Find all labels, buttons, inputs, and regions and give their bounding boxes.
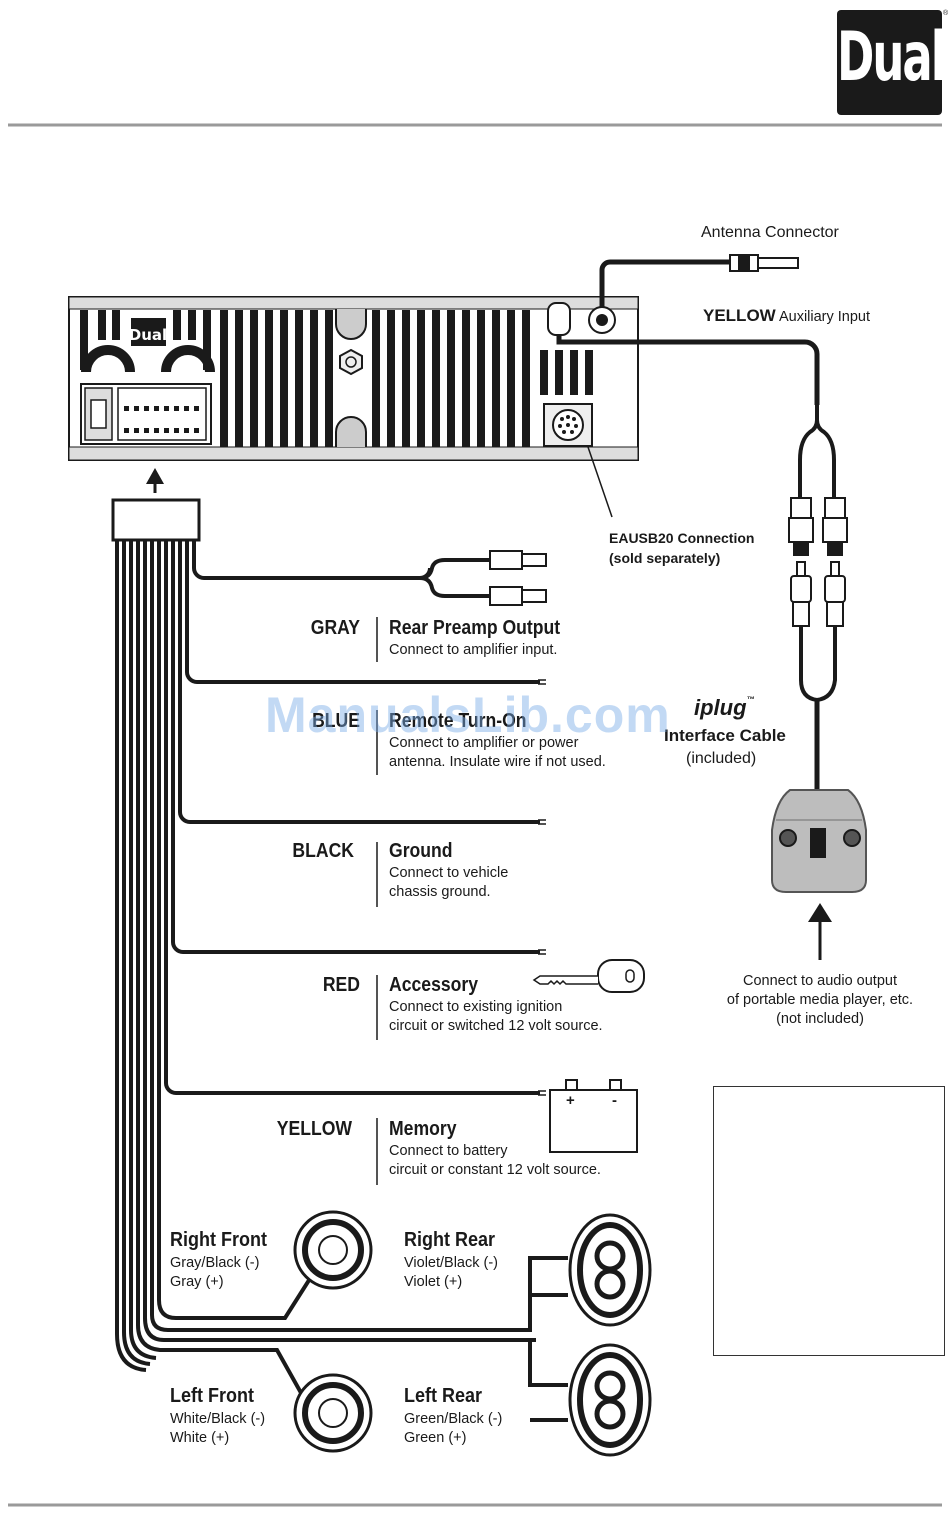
- battery-icon: [549, 1079, 638, 1153]
- speaker-left-front-name: Left Front: [170, 1385, 254, 1407]
- iplug-logo: iplug™: [694, 695, 755, 721]
- speaker-right-front-name: Right Front: [170, 1229, 267, 1251]
- wire-body-ground: Connect to vehicle chassis ground.: [389, 865, 509, 900]
- speaker-left-rear-wires: Green/Black (-) Green (+): [404, 1411, 503, 1446]
- wire-title-remote: Remote Turn-On: [389, 710, 527, 732]
- speaker-right-front-wires: Gray/Black (-) Gray (+): [170, 1255, 260, 1290]
- speaker-left-front-wires: White/Black (-) White (+): [170, 1411, 266, 1446]
- rca-plug-pair-lower: [790, 561, 846, 627]
- iplug-module: [771, 789, 867, 893]
- speaker-left-rear-name: Left Rear: [404, 1385, 483, 1407]
- rca-plug-pair-upper: [788, 497, 848, 556]
- wire-color-red: RED: [322, 974, 360, 996]
- wire-color-yellow: YELLOW: [276, 1118, 352, 1140]
- iplug-logo-text: iplug: [694, 695, 747, 720]
- wire-title-accessory: Accessory: [389, 974, 479, 996]
- right-front-speaker-icon: [293, 1210, 373, 1290]
- wire-color-gray: GRAY: [310, 617, 360, 639]
- wire-body-rear-preamp: Connect to amplifier input.: [389, 642, 558, 658]
- note-box: [713, 1086, 945, 1356]
- rear-preamp-jacks: [489, 550, 547, 606]
- left-rear-speaker-icon: [568, 1343, 652, 1457]
- wire-body-accessory: Connect to existing ignition circuit or …: [389, 999, 603, 1034]
- left-front-speaker-icon: [293, 1373, 373, 1453]
- speaker-right-rear-wires: Violet/Black (-) Violet (+): [404, 1255, 499, 1290]
- wire-title-memory: Memory: [389, 1118, 457, 1140]
- iplug-connect-text: Connect to audio output of portable medi…: [726, 973, 914, 1027]
- ignition-key-icon: [532, 959, 645, 993]
- iplug-cable-label: Interface Cable: [664, 726, 786, 745]
- aux-input-label: YELLOW Auxiliary Input: [703, 306, 870, 326]
- right-rear-speaker-icon: [568, 1213, 652, 1327]
- registered-mark: ®: [943, 10, 949, 17]
- iplug-included-label: (included): [686, 750, 757, 767]
- head-unit-chassis: Dual: [68, 296, 639, 461]
- wire-color-blue: BLUE: [312, 710, 360, 732]
- antenna-plug: [729, 254, 799, 272]
- battery-minus: -: [612, 1092, 617, 1109]
- eausb-label: EAUSB20 Connection (sold separately): [609, 530, 755, 566]
- antenna-connector-label: Antenna Connector: [701, 224, 839, 241]
- dual-logo-text: Dual: [837, 17, 946, 97]
- iplug-tm: ™: [746, 695, 755, 704]
- battery-plus: +: [566, 1092, 575, 1109]
- watermark: ManualsLib.com: [265, 687, 671, 743]
- dual-logo: Dual: [837, 10, 946, 115]
- wire-title-rear-preamp: Rear Preamp Output: [389, 617, 561, 639]
- aux-input-text: Auxiliary Input: [778, 309, 871, 325]
- wire-title-ground: Ground: [389, 840, 453, 862]
- speaker-right-rear-name: Right Rear: [404, 1229, 496, 1251]
- wire-body-memory: Connect to battery circuit or constant 1…: [389, 1143, 601, 1178]
- aux-input-color: YELLOW: [703, 306, 776, 325]
- svg-text:Dual: Dual: [129, 326, 167, 344]
- wire-body-remote: Connect to amplifier or power antenna. I…: [389, 735, 606, 770]
- wire-color-black: BLACK: [292, 840, 354, 862]
